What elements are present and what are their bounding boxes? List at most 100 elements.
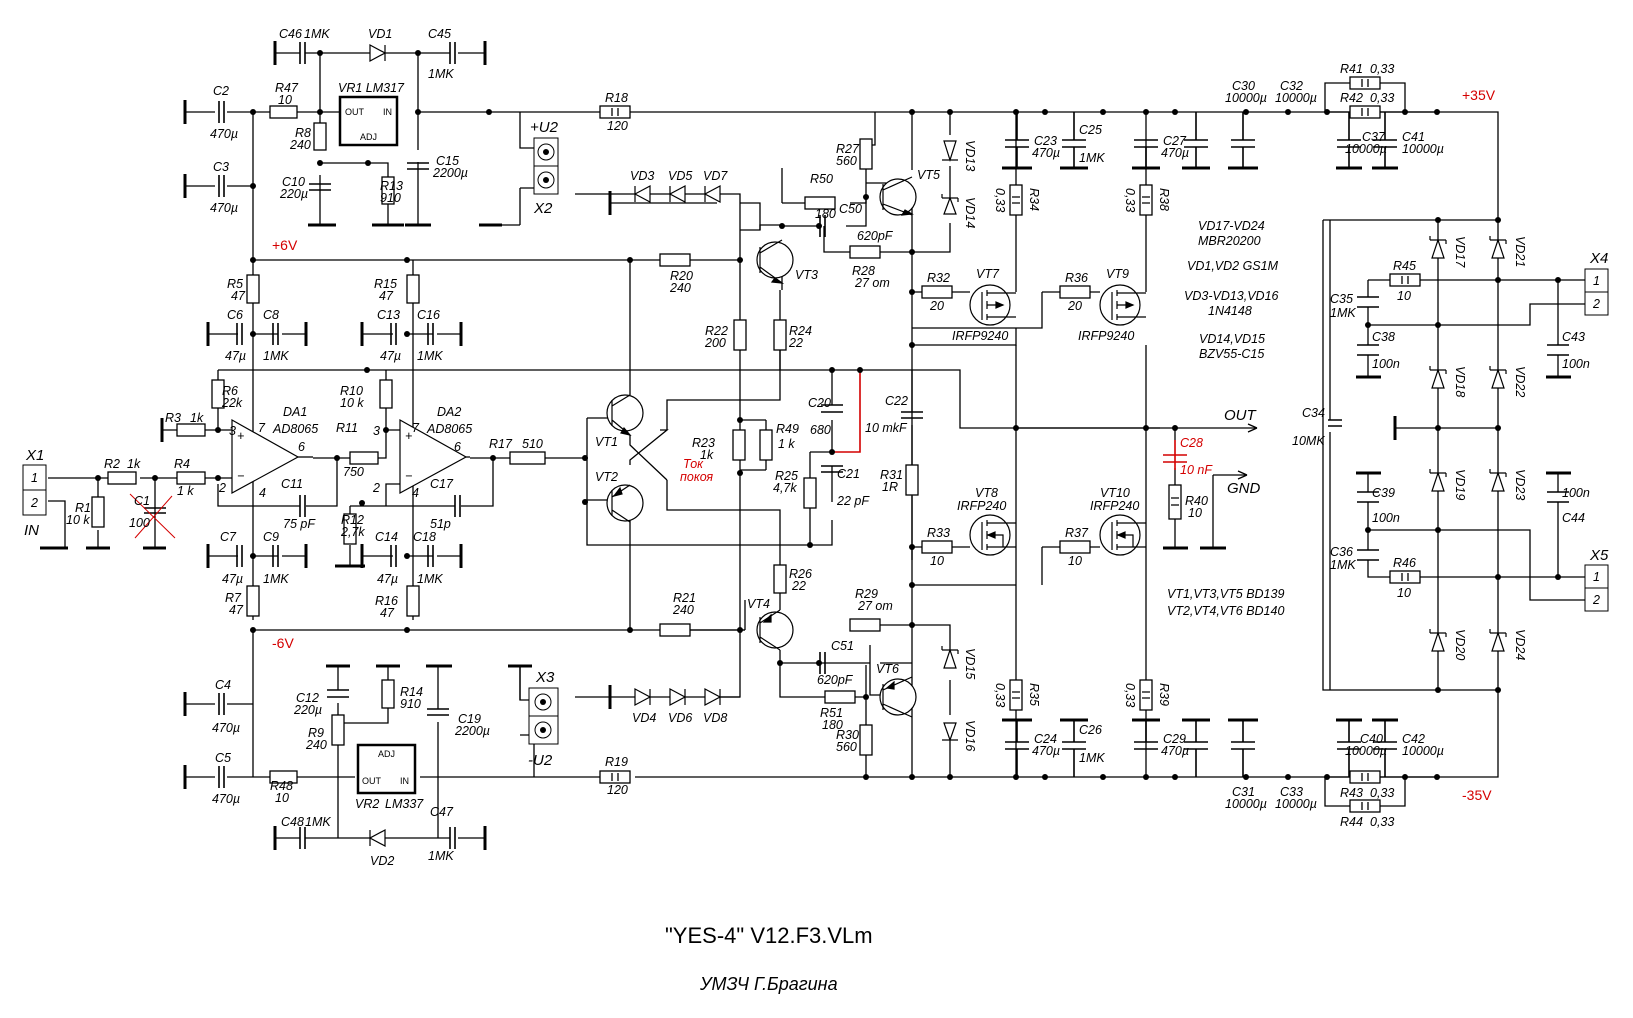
capacitor-c12 [327,689,349,698]
rail-label-p35: +35V [1462,87,1496,103]
resistor-r33 [921,540,953,554]
component-label: VD7 [703,169,728,183]
component-label: 10000µ [1345,744,1387,758]
component-label: 1MK [1079,751,1105,765]
component-label: 20 [1067,299,1082,313]
component-label: 240 [672,603,694,617]
component-label: 10 nF [1180,463,1213,477]
x3-minus-u2-label: -U2 [528,752,553,769]
resistor-r8 [313,122,327,151]
component-label: 0,33 [993,188,1007,212]
component-label: R27 [836,142,860,156]
component-label: R2 [104,457,120,471]
component-label: C43 [1562,330,1585,344]
component-label: 51p [430,517,451,531]
connector-x2[interactable] [533,137,559,195]
component-label: 1k [190,411,204,425]
component-label: C44 [1562,511,1585,525]
component-label: VD3 [630,169,654,183]
component-label: 10 [1397,289,1411,303]
component-label: R5 [227,277,243,291]
component-label: C4 [215,678,231,692]
connector-x3[interactable] [528,687,559,745]
component-label: R43 [1340,786,1363,800]
diode-vd17 [1429,236,1447,259]
diode-vd23 [1489,469,1507,492]
component-label: R35 [1027,683,1041,706]
diode-vd15 [941,646,959,669]
component-label: 10 [1397,586,1411,600]
schematic-subtitle: УМЗЧ Г.Брагина [699,974,838,994]
component-label: OUT [345,107,365,117]
component-label: 10 [930,554,944,568]
capacitor-c1 [144,507,166,514]
component-label: 22 pF [836,494,870,508]
component-label: R32 [927,271,950,285]
component-label: R3 [165,411,181,425]
note-line: VD1,VD2 GS1M [1187,259,1279,273]
component-label: C28 [1180,436,1203,450]
component-label: 10000µ [1345,142,1387,156]
out-arrow-icon [1247,423,1258,433]
connector-x5[interactable]: 1 2 [1584,564,1609,612]
resistor-r34 [1009,184,1023,216]
component-label: C48 [281,815,304,829]
component-label: R46 [1393,556,1416,570]
resistor-r22 [733,319,747,351]
resistor-r50 [804,196,836,210]
rail-label-p6: +6V [272,237,298,253]
component-label: 1MK [417,349,443,363]
component-label: C29 [1163,732,1186,746]
note-line: BZV55-C15 [1199,347,1264,361]
mosfet-vt7 [969,284,1016,326]
capacitor-c13 [390,323,397,345]
resistor-r48 [269,770,298,784]
resistor-r44 [1349,799,1381,813]
component-label: 4,7k [773,481,797,495]
connector-x1[interactable]: 1 2 [22,464,47,516]
resistor-r5 [246,274,260,304]
component-label: C25 [1079,123,1102,137]
component-label: 10000µ [1275,91,1317,105]
capacitor-c41 [1373,112,1397,168]
component-label: 47 [379,289,394,303]
capacitor-c20 [821,404,843,413]
component-label: 2200µ [454,724,490,738]
connector-x4[interactable]: 1 2 [1584,268,1609,316]
component-label: 22 [788,336,803,350]
component-label: C15 [436,154,459,168]
component-label: 2200µ [432,166,468,180]
component-label: 20 [929,299,944,313]
component-label: R7 [225,591,242,605]
component-label: C27 [1163,134,1187,148]
component-label: VD1 [368,27,392,41]
capacitors [129,42,1569,849]
component-label: C6 [227,308,243,322]
diode-vd7 [703,185,721,203]
resistor-r42 [1349,105,1381,119]
note-line: MBR20200 [1198,234,1261,248]
component-label: R49 [776,422,799,436]
note-line: VT1,VT3,VT5 BD139 [1167,587,1284,601]
component-label: 560 [836,740,857,754]
resistor-r40 [1168,484,1182,520]
component-label: C16 [417,308,440,322]
component-label: 0,33 [993,683,1007,707]
component-label: 180 [815,207,836,221]
capacitor-c7 [236,545,243,567]
component-label: R25 [775,469,798,483]
resistor-r16 [406,585,420,617]
capacitor-c45 [449,42,456,64]
component-label: 2 [30,496,38,510]
component-label: 1MK [428,67,454,81]
rail-label-n6: -6V [272,635,294,651]
component-label: 47 [229,603,244,617]
component-label: C17 [430,477,454,491]
component-label: 47µ [377,572,398,586]
component-label: 620pF [817,673,854,687]
capacitor-c23 [1005,112,1029,168]
resistor-r30 [859,724,873,756]
note-line: VD17-VD24 [1198,219,1265,233]
component-label: R24 [789,324,812,338]
component-label: 1 [31,471,38,485]
